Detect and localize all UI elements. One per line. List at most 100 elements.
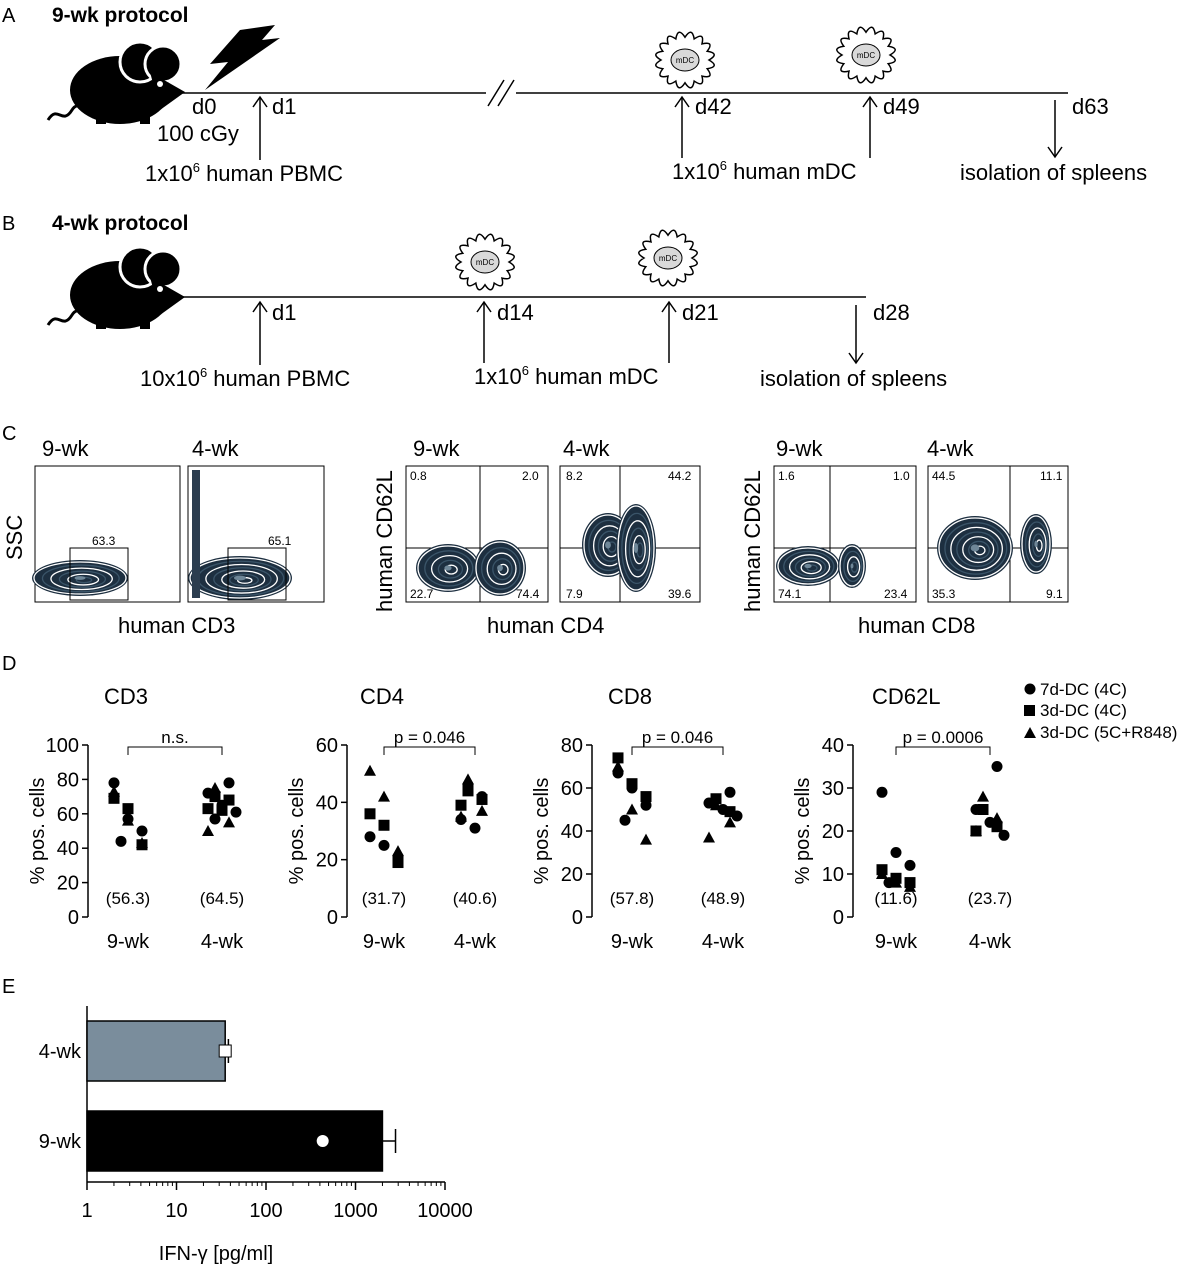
quadrant-value: 11.1 (1040, 469, 1063, 483)
flow-plot-title: 4-wk (927, 436, 974, 461)
spleen-isolation-label-b: isolation of spleens (760, 366, 947, 391)
flow-plot-cd3-9wk: 63.3 (32, 465, 181, 603)
quadrant-value: 44.2 (668, 469, 692, 483)
quadrant-value: 74.4 (516, 587, 540, 601)
data-point-square (977, 804, 989, 815)
mouse-icon (46, 40, 185, 124)
flow-plot-cd3-4wk: 65.1 (187, 465, 325, 603)
mouse-icon (46, 245, 185, 329)
y-tick-label: 0 (833, 907, 844, 929)
significance-bracket (127, 746, 223, 755)
data-point-triangle (378, 790, 390, 802)
data-point-circle (724, 786, 736, 798)
legend-label: 3d-DC (4C) (1040, 701, 1127, 720)
data-point-triangle (122, 814, 134, 826)
data-point-circle (364, 831, 376, 843)
data-point-square (612, 752, 624, 764)
y-tick-label: 60 (316, 735, 338, 757)
data-point-square (122, 803, 134, 815)
legend-label: 7d-DC (4C) (1040, 680, 1127, 699)
panel-label-c: C (2, 423, 16, 445)
data-point-triangle (640, 833, 652, 845)
data-point-triangle (209, 782, 221, 793)
median-label: (48.9) (701, 889, 745, 908)
flow-plot-title: 9-wk (776, 436, 823, 461)
legend: 7d-DC (4C) 3d-DC (4C) 3d-DC (5C+R848) (1024, 680, 1177, 742)
dendritic-cell-icon: mDC (655, 31, 715, 89)
data-point-square (392, 857, 404, 869)
flow-xlabel: human CD8 (858, 613, 975, 638)
x-axis-label: IFN-γ [pg/ml] (159, 1243, 273, 1265)
median-label: (23.7) (968, 889, 1012, 908)
quadrant-value: 74.1 (778, 587, 802, 601)
y-tick-label: 10 (822, 864, 844, 886)
data-point-triangle (890, 876, 902, 888)
bar (86, 1110, 384, 1172)
y-tick-label: 20 (822, 821, 844, 843)
y-tick-label: 80 (57, 769, 79, 791)
y-axis-label: % pos. cells (27, 778, 49, 885)
data-point-circle (876, 786, 888, 798)
y-tick-label: 20 (57, 873, 79, 895)
x-tick-label: 10 (165, 1200, 187, 1222)
data-point-square (724, 806, 736, 818)
data-point-square (218, 1044, 232, 1058)
bar (86, 1020, 226, 1082)
data-point-triangle (626, 803, 638, 815)
data-point-circle (223, 777, 235, 789)
mdc-label-b: 1x106 human mDC (474, 363, 659, 389)
data-point-circle (619, 814, 631, 826)
mdc-label-a: 1x106 human mDC (672, 158, 857, 184)
data-point-triangle (108, 785, 120, 797)
data-point-square (223, 794, 235, 806)
flow-plot-title: 9-wk (42, 436, 89, 461)
chart-title: CD3 (104, 684, 148, 709)
gate-value: 63.3 (92, 534, 116, 548)
data-point-triangle (876, 868, 888, 879)
dc-label: mDC (476, 258, 494, 267)
data-point-square (202, 803, 214, 815)
pbmc-label-a: 1x106 human PBMC (145, 160, 343, 186)
data-point-circle (136, 825, 148, 837)
spleen-isolation-label-a: isolation of spleens (960, 160, 1147, 185)
flow-ylabel: SSC (2, 515, 27, 560)
data-point-circle (469, 822, 481, 834)
panel-label-b: B (2, 213, 15, 235)
flow-plot-cd4-9wk: 0.8 2.0 22.7 74.4 (405, 465, 549, 603)
median-label: (11.6) (874, 889, 917, 908)
x-tick-label: 100 (249, 1200, 282, 1222)
y-tick-label: 40 (316, 792, 338, 814)
data-point-square (108, 792, 120, 804)
y-tick-label: 80 (561, 735, 583, 757)
quadrant-value: 9.1 (1046, 587, 1063, 601)
median-label: (64.5) (200, 889, 244, 908)
y-axis-label: % pos. cells (531, 778, 553, 885)
data-point-triangle (904, 880, 916, 892)
y-tick-label: 60 (561, 778, 583, 800)
gate-value: 65.1 (268, 534, 292, 548)
data-point-square (640, 791, 652, 803)
y-axis-label: % pos. cells (286, 778, 308, 885)
lightning-icon (205, 25, 280, 90)
significance-label: p = 0.0006 (903, 728, 984, 747)
data-point-square (462, 785, 474, 797)
x-tick-label: 10000 (417, 1200, 473, 1222)
dc-label: mDC (676, 56, 694, 65)
flow-ylabel: human CD62L (740, 470, 765, 612)
quadrant-value: 35.3 (932, 587, 956, 601)
data-point-square (991, 821, 1003, 833)
median-label: (31.7) (362, 889, 406, 908)
data-point-square (364, 808, 376, 820)
data-point-triangle (724, 816, 736, 828)
dc-label: mDC (659, 254, 677, 263)
irradiation-label: 100 cGy (157, 121, 239, 146)
significance-bracket (895, 746, 991, 755)
quadrant-value: 8.2 (566, 469, 583, 483)
y-tick-label: 20 (316, 850, 338, 872)
data-point-square (626, 778, 638, 790)
panel-label-e: E (2, 976, 15, 998)
data-point-triangle (364, 764, 376, 776)
chart-title: CD62L (872, 684, 940, 709)
